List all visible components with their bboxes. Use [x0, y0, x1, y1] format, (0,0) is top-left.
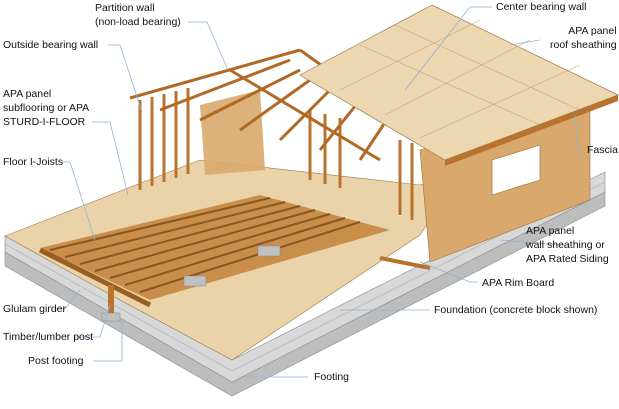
label-center-bearing-wall: Center bearing wall	[496, 1, 587, 13]
label-partition-wall: Partition wall (non-load bearing)	[95, 2, 181, 28]
label-footing: Footing	[314, 371, 350, 383]
label-outside-bearing-wall: Outside bearing wall	[3, 39, 99, 51]
leader-lines	[54, 6, 583, 378]
glulam-girder	[38, 247, 152, 308]
post-footing	[101, 312, 121, 322]
fascia	[445, 95, 618, 166]
label-rim-board: APA Rim Board	[482, 277, 555, 289]
label-subflooring: APA panel subflooring or APA STURD-I-FLO…	[3, 88, 90, 128]
label-glulam-girder: Glulam girder	[3, 303, 67, 315]
label-post-footing: Post footing	[28, 355, 84, 367]
label-foundation: Foundation (concrete block shown)	[434, 304, 598, 316]
rim-board	[379, 256, 431, 270]
label-floor-ijoists: Floor I-Joists	[3, 156, 64, 168]
label-roof-sheathing: APA panel roof sheathing	[550, 25, 617, 51]
label-wall-sheathing: APA panel wall sheathing or APA Rated Si…	[526, 225, 609, 265]
label-timber-post: Timber/lumber post	[3, 331, 94, 343]
label-fascia: Fascia	[587, 144, 618, 156]
timber-post	[108, 285, 114, 315]
